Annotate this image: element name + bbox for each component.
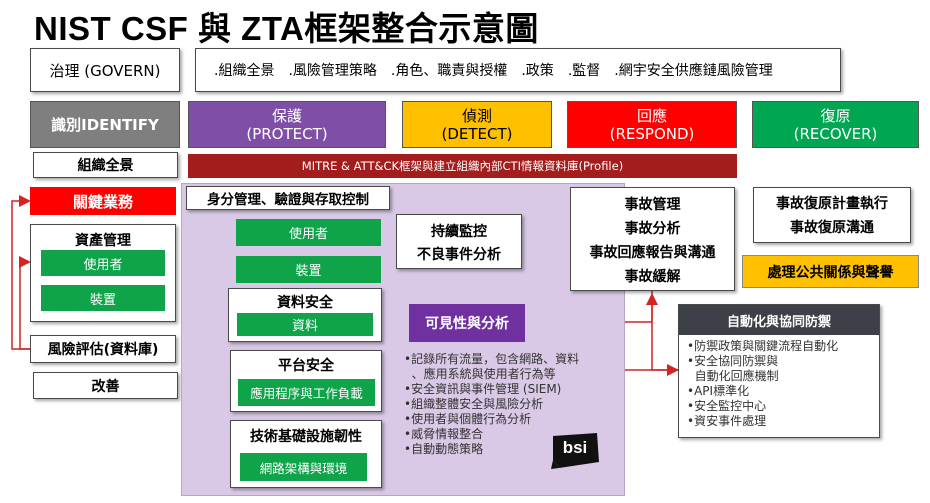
bsi-logo: bsi [549,432,601,470]
automation-title: 自動化與協同防禦 [679,305,879,335]
respond-item: 事故緩解 [624,269,681,285]
asset-users: 使用者 [41,250,165,276]
automation-bullet: •資安事件處理 [687,414,767,428]
asset-devices: 裝置 [41,285,165,311]
identify-header: 識別IDENTIFY [30,101,180,148]
respond-item: 事故分析 [624,221,681,237]
incident-management-box: 事故管理 事故分析 事故回應報告與溝通 事故緩解 [570,187,735,291]
protect-devices: 裝置 [236,256,381,283]
bsi-logo-text: bsi [562,438,588,457]
visibility-bullet: •記錄所有流量，包含網路、資料 [404,352,580,366]
automation-panel: 自動化與協同防禦 •防禦政策與關鍵流程自動化 •安全協同防禦與 自動化回應機制 … [678,304,880,438]
govern-item: .網宇安全供應鏈風險管理 [614,63,773,79]
automation-arrow [646,293,678,371]
automation-bullet: •API標準化 [687,384,750,398]
automation-bullets: •防禦政策與關鍵流程自動化 •安全協同防禦與 自動化回應機制 •API標準化 •… [687,339,838,429]
govern-item: .監督 [567,63,601,79]
asset-management: 資產管理 使用者 裝置 [30,224,176,322]
govern-item: .角色、職責與授權 [390,63,508,79]
anomaly-label: 不良事件分析 [417,247,501,263]
recovery-box: 事故復原計畫執行 事故復原溝通 [753,187,911,243]
visibility-bullets: •記錄所有流量，包含網路、資料 、應用系統與使用者行為等 •安全資訊與事件管理 … [404,352,634,457]
automation-bullet: 自動化回應機制 [687,369,779,383]
visibility-bullet: 、應用系統與使用者行為等 [404,367,556,381]
govern-item: .政策 [521,63,554,79]
risk-to-critical-arrow [11,195,31,350]
govern-items: .組織全景 .風險管理策略 .角色、職責與授權 .政策 .監督 .網宇安全供應鏈… [195,48,841,92]
recover-item: 事故復原計畫執行 [776,196,888,212]
page-title: NIST CSF 與 ZTA框架整合示意圖 [34,10,539,47]
protect-header: 保護 (PROTECT) [188,101,386,148]
visibility-bullet: •自動動態策略 [404,442,484,456]
visibility-analytics: 可見性與分析 [409,304,525,342]
org-landscape: 組織全景 [33,152,178,178]
visibility-bullet: •使用者與個體行為分析 [404,412,532,426]
recover-item: 事故復原溝通 [790,220,874,236]
risk-assessment: 風險評估(資料庫) [30,335,176,363]
govern-label: 治理 (GOVERN) [30,48,180,92]
monitor-label: 持續監控 [431,224,487,240]
recover-header: 復原 (RECOVER) [752,101,919,148]
improvement: 改善 [33,372,178,399]
automation-bullet: •防禦政策與關鍵流程自動化 [687,339,839,353]
data-security: 資料安全 資料 [228,288,382,342]
mitre-bar: MITRE & ATT&CK框架與建立組織內部CTI情報資料庫(Profile) [188,154,737,178]
infra-item: 網路架構與環境 [240,453,367,481]
respond-item: 事故管理 [624,197,681,213]
public-relations: 處理公共關係與聲譽 [742,255,919,288]
critical-business: 關鍵業務 [30,187,176,215]
infra-title: 技術基礎設施韌性 [250,429,362,445]
visibility-bullet: •組織整體安全與風險分析 [404,397,544,411]
platform-item: 應用程序與工作負載 [238,379,375,406]
infra-resilience: 技術基礎設施韌性 網路架構與環境 [230,420,382,488]
identity-access-control: 身分管理、驗證與存取控制 [186,186,390,210]
detect-header: 偵測 (DETECT) [402,101,552,148]
govern-item: .風險管理策略 [288,63,377,79]
respond-header: 回應 (RESPOND) [567,101,737,148]
platform-title: 平台安全 [278,358,334,374]
protect-users: 使用者 [236,219,381,246]
automation-bullet: •安全監控中心 [687,399,767,413]
automation-bullet: •安全協同防禦與 [687,354,779,368]
risk-to-asset-arrow [19,256,31,350]
data-security-title: 資料安全 [277,295,333,311]
visibility-bullet: •威脅情報整合 [404,427,484,441]
continuous-monitoring: 持續監控 不良事件分析 [396,214,522,269]
data-item: 資料 [237,313,373,336]
asset-title: 資產管理 [75,233,131,249]
platform-security: 平台安全 應用程序與工作負載 [230,350,382,412]
visibility-bullet: •安全資訊與事件管理 (SIEM) [404,382,562,396]
govern-item: .組織全景 [214,63,275,79]
respond-item: 事故回應報告與溝通 [589,245,716,261]
